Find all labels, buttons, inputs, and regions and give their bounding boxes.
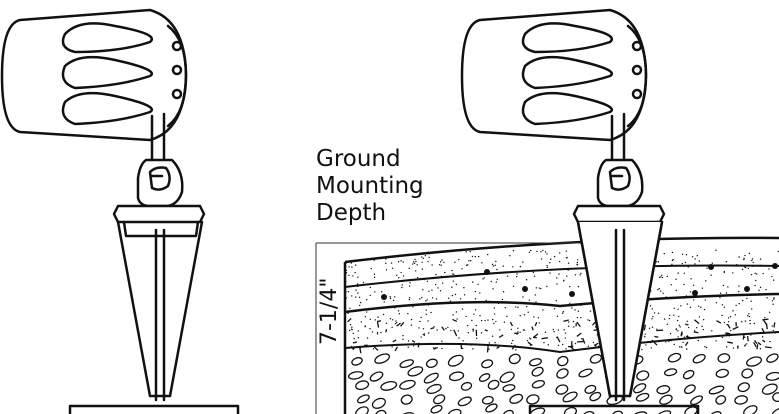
dimension-guides (315, 242, 590, 414)
depth-dimension-label: 7-1/4" (317, 277, 342, 345)
light-fixture-in-ground (460, 8, 700, 414)
caption-line-mounting: Mounting (316, 173, 424, 199)
depth-caption: Ground Mounting Depth (316, 146, 424, 227)
caption-line-depth: Depth (316, 200, 387, 226)
soil-cross-section (343, 236, 779, 414)
caption-line-ground: Ground (316, 146, 401, 172)
light-fixture-above-ground (0, 8, 240, 414)
gravel-layer-pattern (347, 352, 779, 414)
